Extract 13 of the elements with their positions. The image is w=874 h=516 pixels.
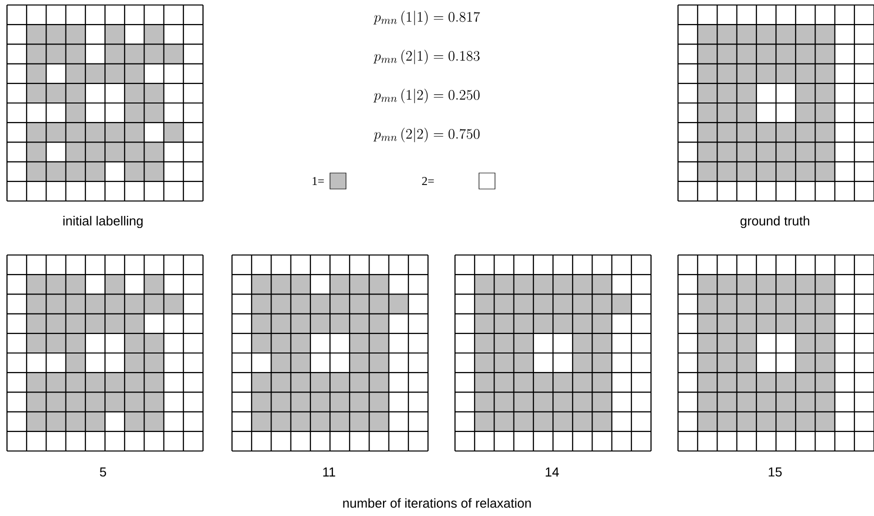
caption: ground truth <box>740 216 810 228</box>
caption: number of iterations of relaxation <box>343 498 531 508</box>
formula: $p_{mn}\,(2|2) = 0.750$ <box>373 128 480 142</box>
legend-label: 1= <box>312 177 324 185</box>
formula: $p_{mn}\,(1|1) = 0.817$ <box>373 10 480 26</box>
caption: 15 <box>768 467 782 477</box>
caption: 14 <box>546 468 559 476</box>
formula: $p_{mn}\,(1|2) = 0.250$ <box>373 88 480 104</box>
caption: 11 <box>323 468 336 476</box>
legend-label: 2= <box>422 177 434 185</box>
caption: 5 <box>100 467 106 477</box>
caption: initial labelling <box>63 216 143 228</box>
formula: $p_{mn}\,(2|1) = 0.183$ <box>373 50 480 64</box>
